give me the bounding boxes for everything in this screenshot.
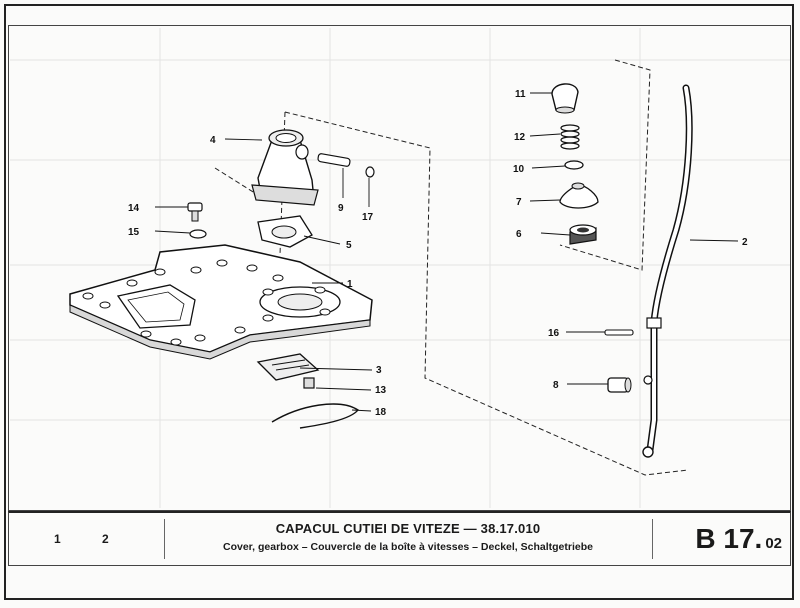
part-17-ring (365, 166, 375, 178)
callout-1: 1 (347, 279, 353, 290)
callout-9: 9 (338, 203, 344, 214)
callout-7: 7 (516, 197, 522, 208)
callout-2: 2 (742, 237, 748, 248)
callout-8: 8 (553, 380, 559, 391)
section-code: B 17. (695, 523, 763, 554)
callout-18: 18 (375, 407, 387, 418)
leader-lines (154, 92, 739, 412)
part-3-plate (256, 353, 320, 381)
part-8-sleeve (607, 377, 632, 393)
page-number: B 17.02 (695, 523, 782, 555)
callout-labels: 1 2 3 4 5 6 7 8 9 10 11 12 13 14 15 16 1… (128, 89, 748, 418)
callout-15: 15 (128, 227, 140, 238)
callout-5: 5 (346, 240, 352, 251)
part-15-washer (189, 229, 207, 239)
part-11-knob (551, 83, 579, 114)
callout-16: 16 (548, 328, 560, 339)
page-title: CAPACUL CUTIEI DE VITEZE — 38.17.010 (275, 521, 541, 536)
callout-12: 12 (514, 132, 526, 143)
title-block: 1 2 CAPACUL CUTIEI DE VITEZE — 38.17.010… (8, 511, 791, 566)
callout-10: 10 (513, 164, 525, 175)
column-1-number: 1 (54, 532, 61, 546)
title-cell: CAPACUL CUTIEI DE VITEZE — 38.17.010 Cov… (165, 513, 651, 565)
part-5-gasket (257, 215, 313, 248)
drawing-area (8, 25, 791, 511)
callout-17: 17 (362, 212, 374, 223)
page-border (4, 4, 794, 600)
part-18-wire (271, 403, 360, 429)
callout-14: 14 (128, 203, 140, 214)
sheet-number: 02 (765, 535, 782, 552)
part-13-screw (303, 377, 315, 389)
part-12-spring (560, 124, 580, 150)
part-10-ring (564, 160, 584, 170)
assembly-boundary (214, 59, 689, 476)
callout-4: 4 (210, 135, 216, 146)
part-14-bolt (187, 202, 203, 222)
bleed-through-lines (10, 28, 790, 508)
part-2-shift-lever (642, 84, 693, 458)
part-1-cover-plate (69, 244, 373, 360)
part-7-boot (559, 182, 599, 209)
part-4-shifter-housing (251, 129, 319, 206)
callout-13: 13 (375, 385, 387, 396)
callout-6: 6 (516, 229, 522, 240)
callout-3: 3 (376, 365, 382, 376)
callout-11: 11 (515, 89, 526, 100)
footer-divider (164, 519, 165, 559)
part-9-pin (317, 153, 351, 167)
part-16-pin (604, 329, 634, 336)
footer-divider (652, 519, 653, 559)
page-subtitle: Cover, gearbox – Couvercle de la boîte à… (222, 541, 593, 553)
column-2-number: 2 (102, 532, 109, 546)
part-6-bushing (569, 224, 597, 245)
